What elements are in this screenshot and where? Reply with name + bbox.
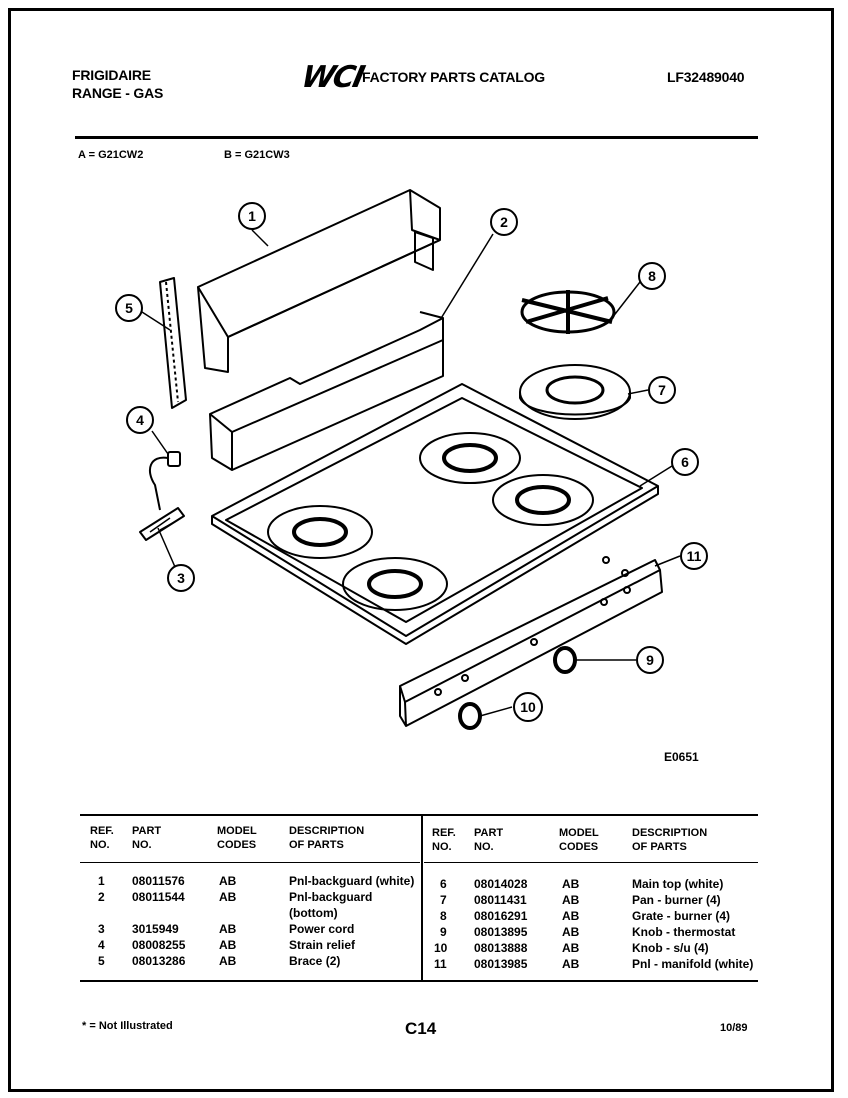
callout-4-label: 4 [136, 412, 144, 428]
callout-2 [490, 208, 518, 236]
callout-10-label: 10 [520, 699, 536, 715]
model-b-label: B = G21CW3 [224, 149, 290, 161]
part-strain-relief [148, 451, 181, 511]
callout-5-label: 5 [125, 300, 133, 316]
part-power-cord [139, 507, 185, 541]
model-a-label: A = G21CW2 [78, 149, 144, 161]
header-ref: REF.NO. [90, 825, 114, 851]
page-border [8, 8, 834, 1092]
part-backguard-bottom [209, 311, 444, 471]
exploded-parts-diagram: 1 2 3 4 5 6 7 8 9 10 11 E0651 [115, 189, 708, 764]
table-bottom-rule [80, 980, 758, 982]
part-burner-pan [519, 364, 631, 420]
part-manifold-panel [399, 556, 663, 727]
callout-4 [126, 406, 154, 434]
table-header-rule-right [424, 862, 758, 863]
callout-1-label: 1 [248, 208, 256, 224]
callout-3 [167, 564, 195, 592]
table-divider [421, 816, 423, 980]
callout-6-label: 6 [681, 454, 689, 470]
catalog-title: FACTORY PARTS CATALOG [362, 69, 545, 85]
drawing-code: E0651 [664, 750, 699, 764]
not-illustrated-note: * = Not Illustrated [82, 1020, 173, 1032]
part-knob-su [458, 702, 482, 730]
part-brace [159, 277, 187, 409]
callout-10 [513, 692, 543, 722]
part-knob-thermostat [553, 646, 577, 674]
callout-2-label: 2 [500, 214, 508, 230]
part-backguard-top [197, 189, 441, 373]
callout-7-label: 7 [658, 382, 666, 398]
brand-line-1: FRIGIDAIRE [72, 67, 151, 83]
callout-9 [636, 646, 664, 674]
revision-date: 10/89 [720, 1022, 748, 1034]
callout-11 [680, 542, 708, 570]
header-ref-right: REF.NO. [432, 827, 456, 853]
callout-1 [238, 202, 266, 230]
part-burner-grate [520, 290, 616, 334]
callout-9-label: 9 [646, 652, 654, 668]
part-main-top [211, 383, 659, 645]
table-header-rule-left [80, 862, 420, 863]
callout-8 [638, 262, 666, 290]
callout-11-label: 11 [687, 548, 702, 564]
callout-3-label: 3 [177, 570, 185, 586]
catalog-number: LF32489040 [667, 69, 745, 85]
callout-7 [648, 376, 676, 404]
header-rule [75, 136, 758, 139]
callout-5 [115, 294, 143, 322]
callout-6 [671, 448, 699, 476]
brand-line-2: RANGE - GAS [72, 85, 164, 101]
page-code: C14 [405, 1019, 437, 1038]
callout-8-label: 8 [648, 268, 656, 284]
table-top-rule [80, 814, 758, 816]
